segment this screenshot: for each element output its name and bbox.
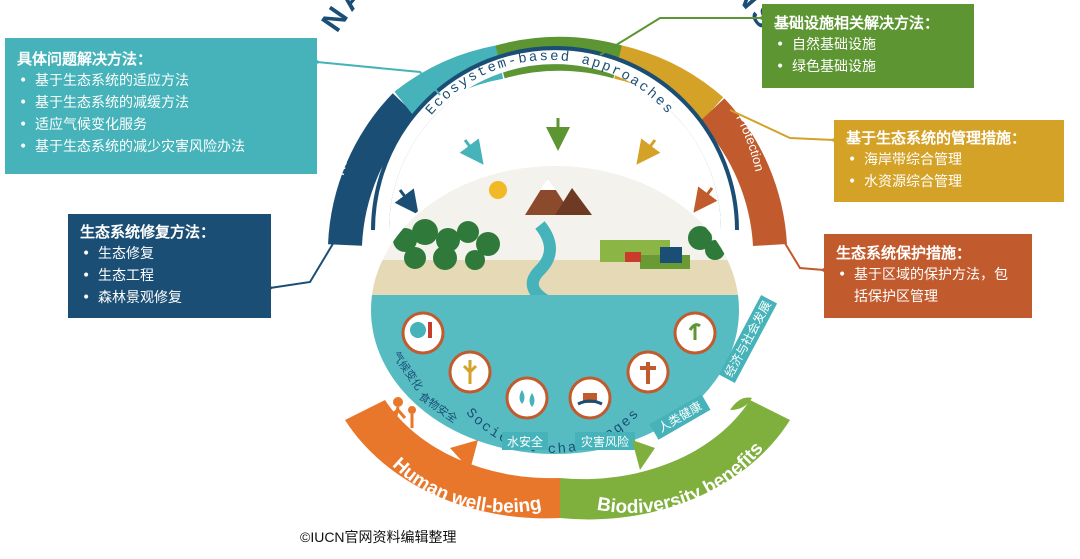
list-item: 适应气候变化服务 [17,114,305,136]
infrastructure-box: 基础设施相关解决方法： 自然基础设施 绿色基础设施 [762,4,974,88]
list-item: 水资源综合管理 [846,171,1052,193]
issue-specific-box: 具体问题解决方法： 基于生态系统的适应方法 基于生态系统的减缓方法 适应气候变化… [5,38,317,174]
human-band [345,400,560,519]
protection-box-title: 生态系统保护措施： [836,244,972,262]
list-item: 生态修复 [80,243,259,265]
challenge-label-tags [502,295,778,450]
restoration-box: 生态系统修复方法： 生态修复 生态工程 森林景观修复 [68,214,271,318]
sun-icon [489,181,507,199]
list-item: 基于生态系统的减少灾害风险办法 [17,136,305,158]
list-item: 基于区域的保护方法，包括保护区管理 [836,264,1020,308]
bio-arrow [632,440,655,470]
caption: ©IUCN官网资料编辑整理 [300,529,457,545]
connectors [256,10,847,298]
list-item: 海岸带综合管理 [846,149,1052,171]
protection-box: 生态系统保护措施： 基于区域的保护方法，包括保护区管理 [824,234,1032,318]
management-box-title: 基于生态系统的管理措施： [846,129,1027,147]
health-icon [626,350,670,394]
people-icon [389,397,416,428]
list-item: 绿色基础设施 [774,56,962,78]
leaf-icon [730,397,752,410]
arc-protection [699,98,787,247]
list-item: 生态工程 [80,265,259,287]
label-water: 水安全 [507,434,543,449]
infrastructure-box-title: 基础设施相关解决方法： [774,14,940,32]
list-item: 森林景观修复 [80,287,259,309]
list-item: 自然基础设施 [774,34,962,56]
eco-band [375,50,735,231]
label-disaster: 灾害风险 [581,434,629,449]
food-icon [448,350,492,394]
water-icon [505,376,549,420]
disaster-icon [568,376,612,420]
benefit-bands [345,400,790,520]
restoration-box-title: 生态系统修复方法： [80,223,216,241]
list-item: 基于生态系统的减缓方法 [17,92,305,114]
climate-icon [401,311,445,355]
list-item: 基于生态系统的适应方法 [17,70,305,92]
issue-box-title: 具体问题解决方法： [17,50,153,68]
development-icon [673,311,717,355]
challenge-icons [401,311,717,420]
management-box: 基于生态系统的管理措施： 海岸带综合管理 水资源综合管理 [834,120,1064,202]
inner-arrows [394,118,718,215]
label-infrastructure: Infrastructure [510,0,590,11]
arc-restoration [328,93,418,247]
biodiversity-band [560,400,790,520]
human-arrow [450,440,478,470]
